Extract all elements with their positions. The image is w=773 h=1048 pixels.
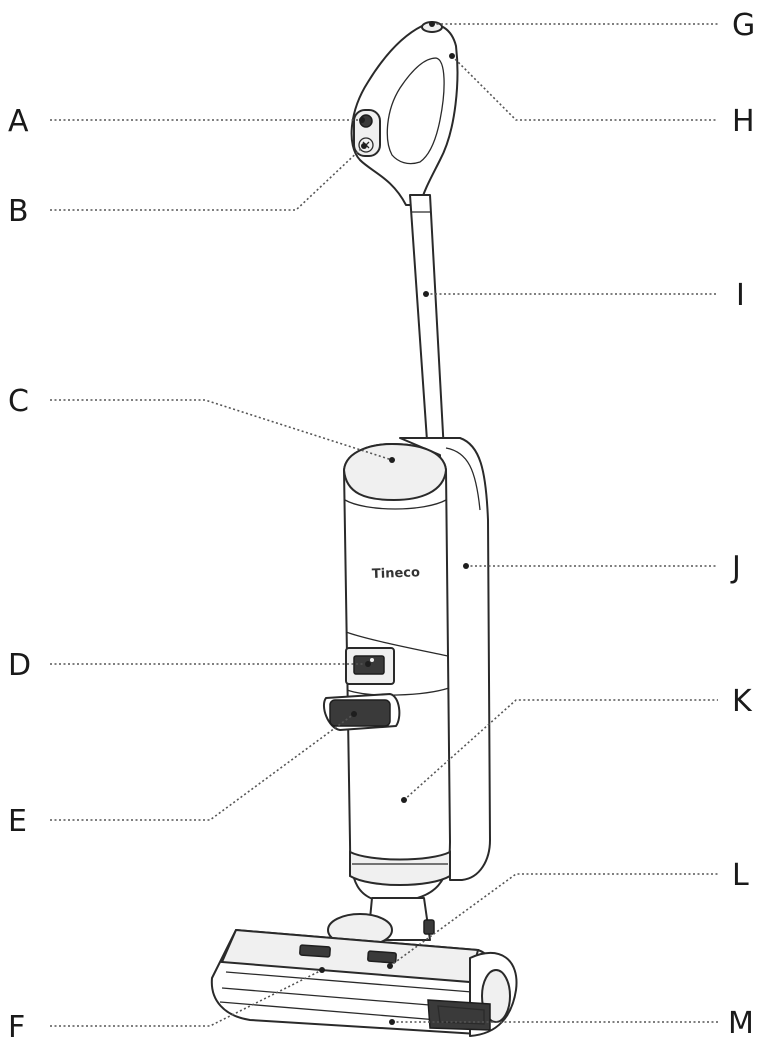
callout-label-d: D	[8, 648, 31, 683]
callout-label-f: F	[8, 1010, 25, 1045]
callout-label-e: E	[8, 804, 27, 839]
handle	[350, 21, 459, 206]
floor-head	[210, 913, 518, 1037]
leader-e	[50, 713, 355, 821]
callout-label-l: L	[732, 858, 749, 893]
callout-label-k: K	[732, 684, 753, 719]
leader-k	[403, 699, 718, 801]
tank-release-button	[322, 693, 401, 731]
brand-logo: Tineco	[372, 565, 421, 582]
callout-label-g: G	[732, 8, 755, 43]
callout-leaders	[50, 21, 718, 1027]
callout-label-a: A	[8, 104, 29, 139]
tube	[409, 194, 445, 456]
callout-label-i: I	[736, 278, 745, 313]
callout-label-h: H	[732, 104, 755, 139]
callout-label-m: M	[728, 1006, 754, 1041]
leader-b	[50, 145, 365, 211]
callout-labels: A B C D E F G H I J K L M	[8, 8, 755, 1045]
callout-label-c: C	[8, 384, 29, 419]
main-body: Tineco	[342, 442, 451, 903]
vacuum-illustration: Tineco	[210, 21, 518, 1037]
leader-c	[50, 399, 393, 461]
callout-label-j: J	[730, 550, 741, 585]
leader-f	[50, 969, 323, 1027]
leader-h	[451, 55, 718, 121]
callout-label-b: B	[8, 194, 29, 229]
